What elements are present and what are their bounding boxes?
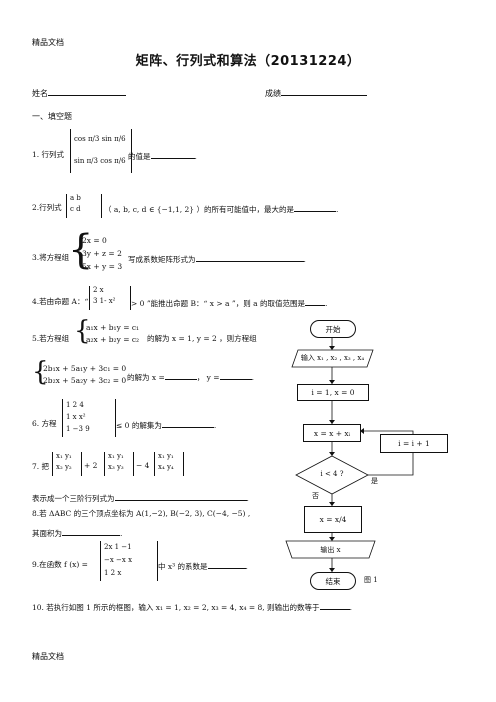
q5-prefix: 5.若方程组: [32, 334, 70, 343]
q6-row3: 1 −3 9: [66, 425, 90, 433]
flow-input-label: 输入 x₁ , x₂ , x₃ , x₄: [300, 354, 365, 362]
q3-suffix: 写成系数矩阵形式为.: [128, 252, 306, 265]
name-field[interactable]: 姓名: [32, 86, 126, 99]
q10-answer-blank[interactable]: [319, 600, 350, 610]
q3-eq2: 3y + z = 2: [82, 249, 122, 258]
q6-suffix: ≤ 0 的解集为.: [116, 418, 216, 431]
flow-condition-label: i < 4 ?: [320, 470, 344, 478]
flow-loop-path: [360, 430, 414, 434]
q2-prefix: 2.行列式: [32, 203, 62, 212]
q7-op2: − 4: [136, 461, 150, 470]
q6-prefix: 6. 方程: [32, 419, 57, 428]
flow-calc-box: x = x/4: [304, 506, 362, 533]
flow-yes-path: [366, 451, 414, 476]
q5-eq2: a₂x + b₂y = c₂: [86, 335, 140, 344]
q7-line2: 表示成一个三阶行列式为.: [32, 491, 249, 504]
q3-eq1: 2x = 0: [82, 236, 107, 245]
q4-text1: 4.若由命题 A：“: [32, 297, 89, 306]
q7-prefix: 7. 把: [32, 462, 50, 471]
q7-det1: x₁ y₁ x₂ y₂: [52, 452, 82, 476]
name-label: 姓名: [32, 89, 48, 98]
flow-update-box: x = x + xᵢ: [303, 424, 361, 442]
q9-row1: 2x 1 −1: [104, 543, 132, 551]
q5-mid: 的解为 x = 1, y = 2 ，则方程组: [147, 334, 257, 343]
q1-prefix: 1. 行列式: [32, 150, 65, 159]
flow-figure-caption: 图 1: [364, 576, 378, 584]
q6-row2: 1 x x²: [66, 413, 86, 421]
q1-row1: cos π/3 sin π/6: [74, 135, 126, 143]
q7-det2-row1: x₁ y₁: [108, 452, 124, 460]
flow-input-shape: [291, 349, 374, 368]
q2-row2: c d: [70, 205, 81, 214]
q7-answer-blank[interactable]: [114, 491, 247, 501]
q4-text2: > 0 ”能推出命题 B：“ x > a ”，则 a 的取值范围是.: [131, 296, 327, 309]
section-heading: 一、填空题: [32, 112, 72, 121]
q2-condition: （ a, b, c, d ∈ {−1,1, 2} ）的所有可能值中，最大的是.: [104, 202, 338, 215]
q8-line2: 其面积为.: [32, 526, 122, 539]
q5-brace1: {: [74, 316, 91, 346]
q4-answer-blank[interactable]: [304, 296, 325, 306]
q5-brace2: {: [32, 357, 49, 387]
q5-system2: 2b₁x + 5a₁y + 3c₁ = 0 2b₂x + 5a₂y + 3c₂ …: [43, 363, 126, 387]
header-watermark: 精品文档: [32, 38, 64, 47]
q4-row1: 2 x: [93, 286, 104, 294]
q6-determinant: 1 2 4 1 x x² 1 −3 9: [62, 399, 116, 437]
q5-eq4: 2b₂x + 5a₂y + 3c₂ = 0: [43, 376, 127, 385]
flow-output-shape: [285, 540, 376, 559]
q1-determinant: cos π/3 sin π/6 sin π/3 cos π/6: [70, 129, 132, 173]
q1-row2: sin π/3 cos π/6: [74, 157, 126, 166]
q5-x-blank[interactable]: [164, 370, 197, 380]
q7-det1-row1: x₁ y₁: [56, 452, 72, 460]
footer-watermark: 精品文档: [32, 652, 64, 661]
score-label: 成绩: [265, 89, 281, 98]
q9-prefix: 9.在函数 f (x) =: [32, 560, 88, 569]
q7-det2: x₁ y₁ x₃ y₃: [104, 452, 134, 476]
q7-det1-row2: x₂ y₂: [56, 463, 72, 472]
q10-text: 10. 若执行如图 1 所示的框图，输入 x₁ = 1, x₂ = 2, x₃ …: [32, 600, 352, 613]
flow-output-label: 输出 x: [320, 546, 341, 554]
q5-solution: 的解为 x =， y =.: [127, 370, 254, 383]
flow-no-label: 否: [312, 492, 319, 500]
q9-row3: 1 2 x: [104, 569, 122, 577]
q3-eq3: 5x + y = 3: [82, 262, 123, 271]
q9-determinant: 2x 1 −1 −x −x x 1 2 x: [100, 541, 158, 581]
q4-row2: 3 1- x²: [93, 297, 116, 306]
flow-init-box: i = 1, x = 0: [297, 384, 369, 401]
q8-line1: 8.若 ΔABC 的三个顶点坐标为 A(1,−2), B(−2, 3), C(−…: [32, 509, 251, 518]
q9-row2: −x −x x: [104, 556, 133, 564]
q2-determinant: a b c d: [66, 194, 102, 218]
q5-eq1: a₁x + b₁y = c₁: [86, 323, 140, 332]
flow-start: 开始: [310, 320, 356, 338]
q5-system1: a₁x + b₁y = c₁ a₂x + b₂y = c₂: [86, 322, 139, 346]
flow-end: 结束: [310, 572, 356, 590]
q3-system: 2x = 0 3y + z = 2 5x + y = 3: [82, 234, 122, 273]
flow-decision-diamond: [295, 455, 369, 495]
q3-brace: {: [68, 227, 94, 273]
score-field[interactable]: 成绩: [265, 86, 367, 99]
q7-det2-row2: x₃ y₃: [108, 463, 124, 472]
q3-answer-blank[interactable]: [195, 252, 304, 262]
q1-answer-blank[interactable]: [150, 149, 195, 159]
q5-eq3: 2b₁x + 5a₁y + 3c₁ = 0: [43, 364, 127, 373]
q7-det3-row1: x₁ y₁: [158, 452, 174, 460]
flow-yes-label: 是: [371, 477, 378, 485]
q4-determinant: 2 x 3 1- x²: [89, 286, 131, 310]
q1-suffix: 的值是.: [128, 149, 197, 162]
q6-answer-blank[interactable]: [161, 418, 214, 428]
q7-det3-row2: x₄ y₄: [158, 463, 174, 472]
q3-prefix: 3.将方程组: [32, 253, 70, 262]
q7-det3: x₁ y₁ x₄ y₄: [154, 452, 184, 476]
q9-suffix: 中 x³ 的系数是.: [158, 559, 248, 572]
q2-row1: a b: [70, 194, 81, 202]
q2-answer-blank[interactable]: [293, 202, 336, 212]
q7-op1: + 2: [84, 461, 98, 470]
page-title: 矩阵、行列式和算法（20131224）: [135, 54, 361, 69]
q8-answer-blank[interactable]: [62, 526, 120, 536]
q6-row1: 1 2 4: [66, 401, 84, 409]
q9-answer-blank[interactable]: [207, 559, 246, 569]
flow-increment-box: i = i + 1: [380, 434, 448, 453]
q5-y-blank[interactable]: [219, 370, 252, 380]
